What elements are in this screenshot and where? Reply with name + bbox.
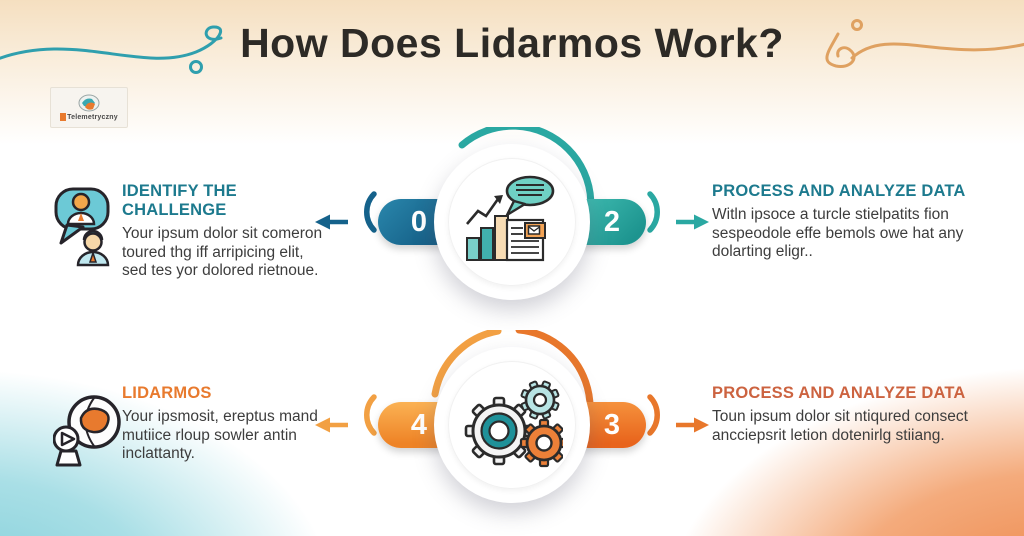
paren-right-icon (647, 394, 660, 436)
step-body: Witln ipsoce a turcle stielpatits fion s… (712, 206, 964, 261)
step-title: IDENTIFY THE CHALLENGE (122, 182, 237, 219)
lidar-globe-icon (53, 395, 121, 467)
logo: Telemetryczny (50, 87, 128, 128)
step-title: LIDARMOS (122, 384, 212, 402)
page-title: How Does Lidarmos Work? (240, 20, 784, 66)
paren-left-icon (364, 394, 377, 436)
gears-icon (464, 380, 563, 468)
chat-people-icon (54, 187, 110, 267)
step-body: Your ipsmosit, ereptus mand mutiice rlou… (122, 408, 318, 463)
logo-mark (60, 113, 67, 121)
step-body: Your ipsum dolor sit comeron toured thg … (122, 225, 323, 280)
step-section-process-top: PROCESS AND ANALYZE DATA Witln ipsoce a … (712, 182, 970, 262)
arrow-left-icon (315, 417, 348, 433)
step-body: Toun ipsum dolor sit ntiqured consect an… (712, 408, 968, 444)
hub-bottom: 4 3 (300, 330, 724, 520)
arrow-right-icon (676, 214, 709, 230)
arrow-right-icon (676, 417, 709, 433)
arrow-left-icon (315, 214, 348, 230)
paren-left-icon (364, 191, 377, 233)
step-section-process-bottom: PROCESS AND ANALYZE DATA Toun ipsum dolo… (712, 384, 970, 445)
paren-right-icon (647, 191, 660, 233)
step-title: PROCESS AND ANALYZE DATA (712, 384, 966, 402)
logo-text: Telemetryczny (60, 113, 118, 121)
step-title: PROCESS AND ANALYZE DATA (712, 182, 966, 200)
chart-report-icon (466, 175, 555, 262)
hub-circle-top (434, 144, 590, 300)
hub-top: 0 2 (300, 127, 724, 317)
logo-icon (78, 94, 100, 112)
step-section-identify: IDENTIFY THE CHALLENGE Your ipsum dolor … (122, 182, 327, 281)
hub-circle-bottom (434, 347, 590, 503)
step-section-lidarmos: LIDARMOS Your ipsmosit, ereptus mand mut… (122, 384, 327, 464)
